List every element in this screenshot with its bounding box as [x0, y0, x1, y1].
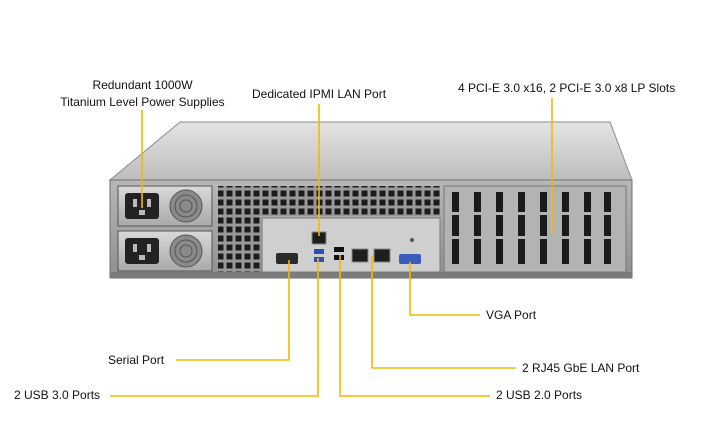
pcie-slot-covers [452, 192, 611, 264]
vga-label: VGA Port [486, 308, 537, 322]
leader-usb3 [110, 258, 319, 397]
power-socket-icon [125, 238, 159, 264]
usb3-port-icon [314, 249, 324, 254]
power-supplies-label-line1: Redundant 1000W [92, 78, 193, 92]
leader-lines [110, 98, 553, 397]
leader-serial [176, 260, 290, 361]
leader-usb2 [339, 255, 490, 397]
power-supply-top [117, 185, 213, 227]
leader-rj45 [371, 256, 516, 369]
power-supply-bottom [117, 230, 213, 272]
vent-grille-left [218, 216, 260, 272]
usb2-port-icon [334, 247, 344, 252]
ipmi-label: Dedicated IPMI LAN Port [252, 87, 387, 101]
leader-vga [409, 262, 480, 316]
rj45-port-icon [351, 248, 369, 263]
rj45-label: 2 RJ45 GbE LAN Port [522, 361, 640, 375]
power-supplies-label-line2: Titanium Level Power Supplies [60, 95, 225, 109]
vent-grille-top [218, 186, 440, 216]
vga-port-icon [399, 254, 421, 264]
pcie-slot-area [443, 185, 627, 273]
pcie-label: 4 PCI-E 3.0 x16, 2 PCI-E 3.0 x8 LP Slots [458, 81, 676, 95]
usb3-label: 2 USB 3.0 Ports [14, 388, 101, 402]
serial-port-icon [276, 253, 298, 264]
serial-label: Serial Port [108, 353, 165, 367]
power-supplies-label: Redundant 1000W Titanium Level Power Sup… [50, 77, 235, 111]
usb2-label: 2 USB 2.0 Ports [496, 388, 583, 402]
chassis-top [108, 121, 633, 181]
